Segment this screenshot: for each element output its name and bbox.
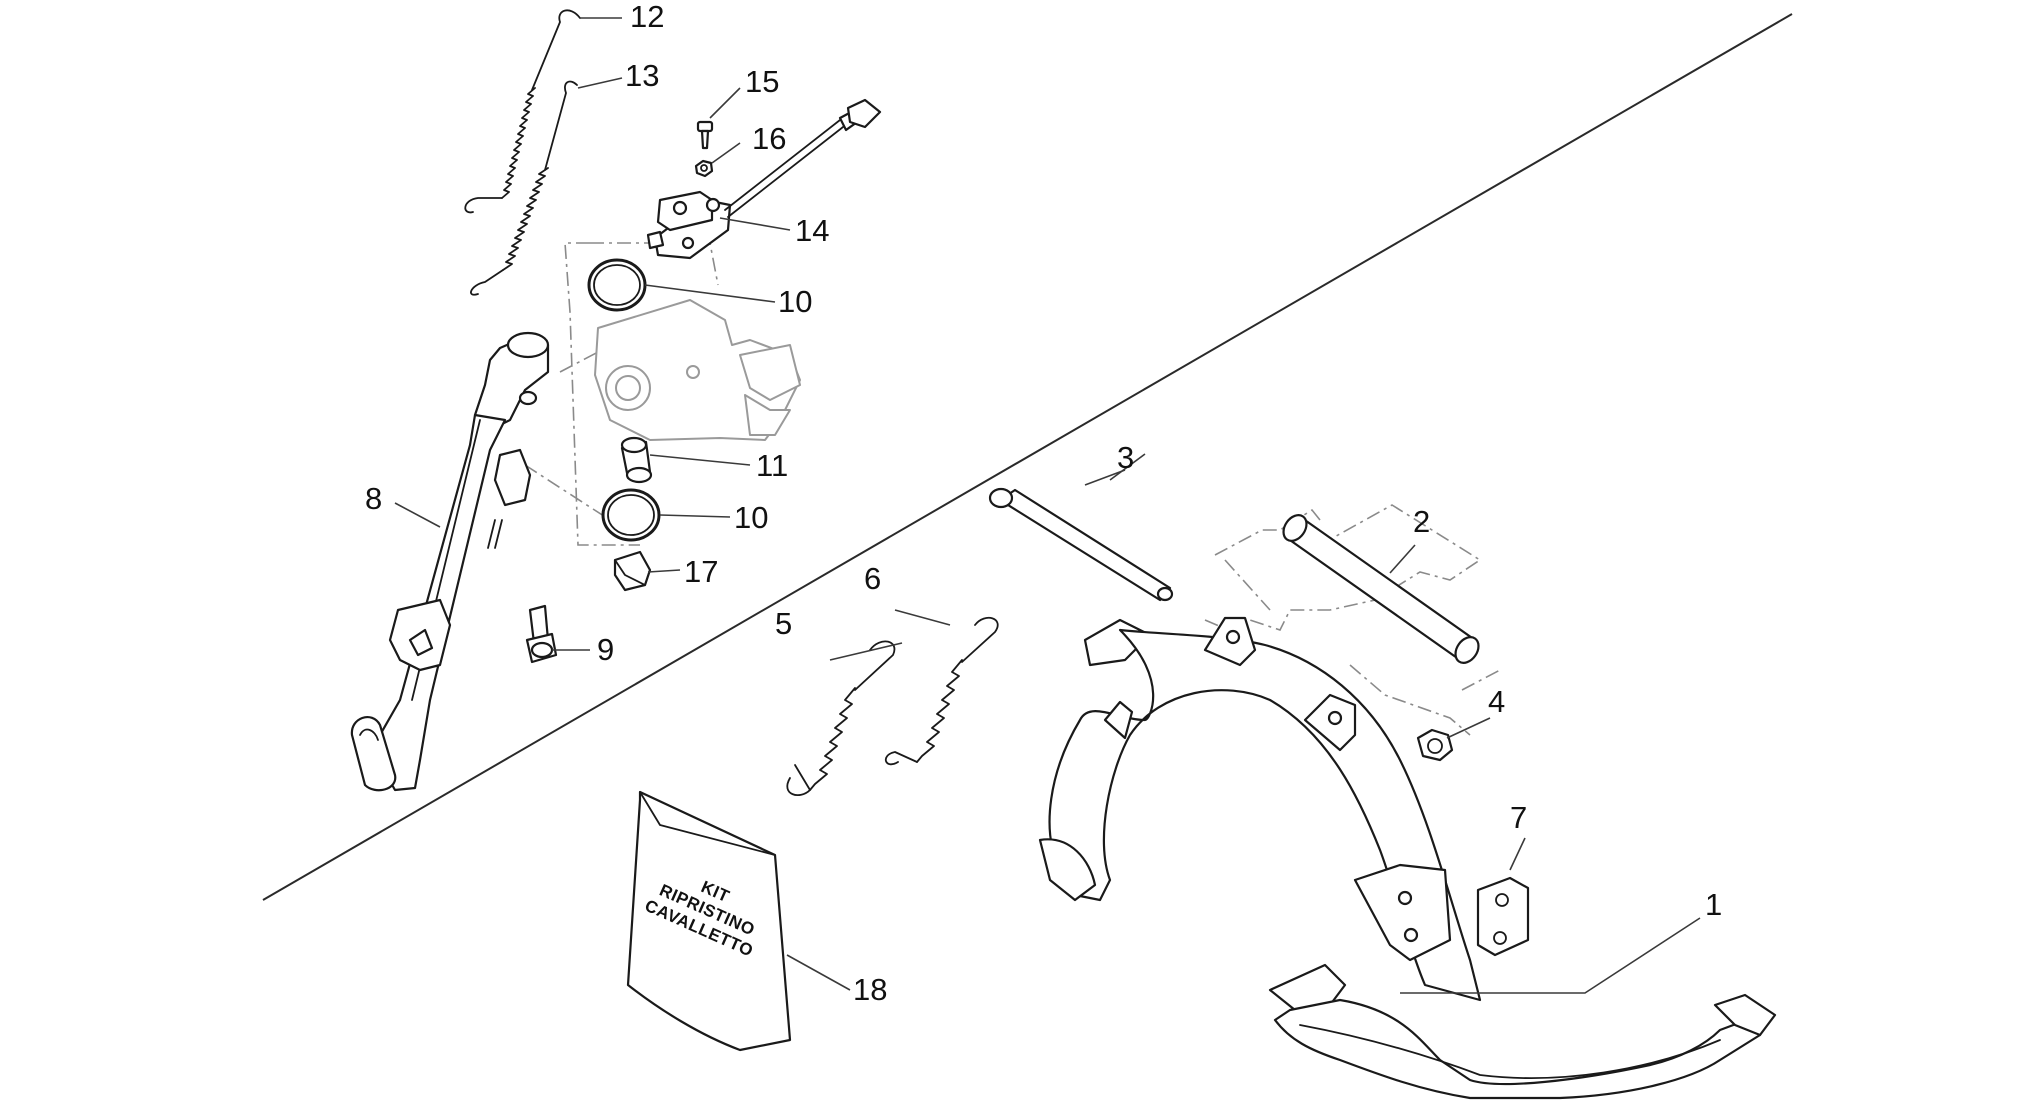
callout-4: 4 — [1488, 684, 1505, 719]
nut-16 — [694, 159, 714, 178]
callout-6: 6 — [864, 561, 881, 596]
o-ring-10-upper — [587, 258, 647, 312]
leader-lines — [394, 17, 1701, 994]
rubber-pad-17 — [613, 550, 652, 592]
callout-5: 5 — [775, 606, 792, 641]
pin-3 — [988, 487, 1174, 602]
callout-14: 14 — [795, 213, 829, 248]
callout-12: 12 — [630, 0, 664, 34]
callout-3: 3 — [1117, 440, 1134, 475]
callout-11: 11 — [756, 448, 788, 483]
frame-bracket-ghost — [594, 299, 801, 441]
spring-12 — [464, 9, 581, 214]
spring-6 — [885, 616, 999, 766]
callout-10-lower: 10 — [734, 500, 768, 535]
callout-9: 9 — [597, 632, 614, 667]
callout-8: 8 — [365, 481, 382, 516]
side-stand-8 — [350, 331, 550, 792]
screw-15 — [696, 120, 714, 150]
spring-13 — [470, 80, 578, 296]
center-stand-1 — [1038, 616, 1777, 1100]
callout-16: 16 — [752, 121, 786, 156]
pivot-bolt-9 — [525, 604, 558, 664]
section-divider — [262, 13, 1793, 901]
callout-15: 15 — [745, 64, 779, 99]
callout-2: 2 — [1413, 504, 1430, 539]
cylinder-2 — [1282, 514, 1480, 664]
rubber-pad-7 — [1476, 876, 1530, 957]
callout-7: 7 — [1510, 800, 1527, 835]
callout-18: 18 — [853, 972, 887, 1007]
callout-17: 17 — [684, 554, 718, 589]
callout-1: 1 — [1705, 887, 1722, 922]
bushing-11 — [620, 436, 653, 484]
stand-switch-14 — [646, 98, 882, 260]
callout-13: 13 — [625, 58, 659, 93]
callout-10-upper: 10 — [778, 284, 812, 319]
nut-4 — [1416, 728, 1454, 762]
spring-5 — [786, 640, 896, 796]
kit-bag-18: KIT RIPRISTINO CAVALLETTO — [626, 790, 792, 1052]
o-ring-10-lower — [601, 488, 661, 542]
